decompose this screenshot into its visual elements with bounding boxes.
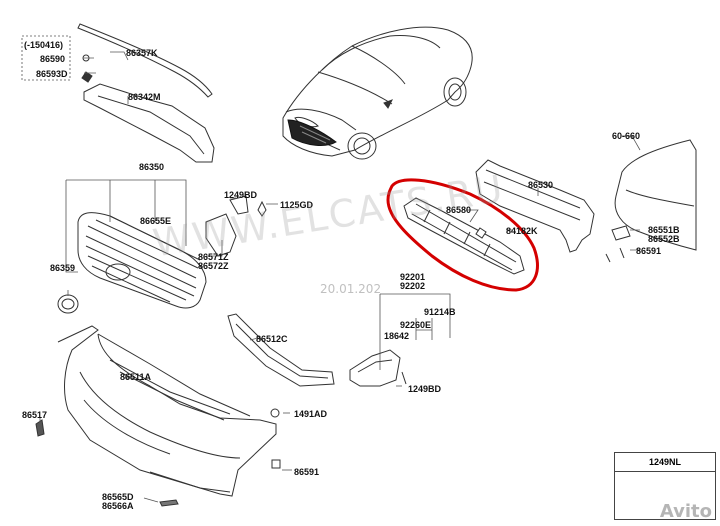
part-label-86511A[interactable]: 86511A [120,372,152,382]
part-label-1249NL[interactable]: 1249NL [615,453,715,472]
part-label-86655E[interactable]: 86655E [140,216,172,226]
part-label-86590[interactable]: 86590 [40,54,66,64]
part-label-60-660[interactable]: 60-660 [612,131,641,141]
part-label-18642[interactable]: 18642 [384,331,410,341]
avito-logo: Avito [659,501,712,522]
part-label-86359[interactable]: 86359 [50,263,76,273]
bolt-callout-box: 1249NL [614,452,716,520]
part-label-86580[interactable]: 86580 [446,205,472,215]
part-label-86565D[interactable]: 86565D [102,492,134,502]
revision-note: (-150416) [24,40,64,50]
date-stamp: 20.01.202 [320,282,382,296]
part-label-86357K[interactable]: 86357K [126,48,158,58]
part-label-86551B[interactable]: 86551B [648,225,680,235]
upper-molding [77,23,213,98]
part-label-86512C[interactable]: 86512C [256,334,288,344]
part-label-1249BD-low[interactable]: 1249BD [408,384,442,394]
part-label-1249BD-top[interactable]: 1249BD [224,190,258,200]
part-label-86571Z[interactable]: 86571Z [198,252,229,262]
part-label-1125GD[interactable]: 1125GD [280,200,314,210]
part-label-86517[interactable]: 86517 [22,410,48,420]
part-label-92201[interactable]: 92201 [400,272,426,282]
part-label-86591-right[interactable]: 86591 [636,246,662,256]
part-label-84182K[interactable]: 84182K [506,226,538,236]
part-label-86566A[interactable]: 86566A [102,501,134,511]
part-label-86591-low[interactable]: 86591 [294,467,320,477]
part-label-92260E[interactable]: 92260E [400,320,432,330]
part-label-91214B[interactable]: 91214B [424,307,456,317]
part-label-92202[interactable]: 92202 [400,281,426,291]
part-label-86342M[interactable]: 86342M [128,92,161,102]
highlight-circle [386,178,539,292]
part-label-1491AD[interactable]: 1491AD [294,409,328,419]
part-label-86572Z[interactable]: 86572Z [198,261,229,271]
part-label-86530[interactable]: 86530 [528,180,554,190]
part-label-86350[interactable]: 86350 [139,162,165,172]
part-label-86552B[interactable]: 86552B [648,234,680,244]
part-label-86593D[interactable]: 86593D [36,69,68,79]
